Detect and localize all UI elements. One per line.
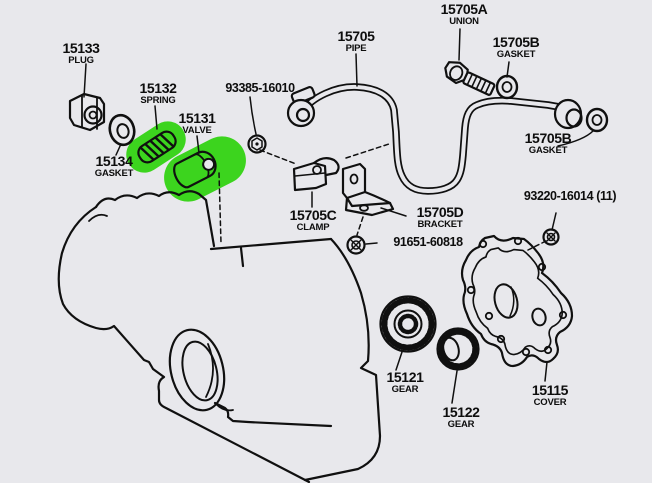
nut-93385-drawing bbox=[247, 134, 267, 154]
gasket-15134-drawing bbox=[108, 113, 136, 147]
label-15133[interactable]: 15133 PLUG bbox=[62, 40, 100, 67]
leader-lines bbox=[83, 28, 594, 404]
label-15705B-upper[interactable]: 15705B GASKET bbox=[492, 34, 540, 61]
label-93385-16010[interactable]: 93385-16010 bbox=[225, 81, 295, 95]
valve-drawing bbox=[173, 150, 217, 189]
bolt-91651-drawing bbox=[346, 235, 366, 255]
label-15705D[interactable]: 15705D BRACKET bbox=[416, 204, 464, 231]
label-15705B-right[interactable]: 15705B GASKET bbox=[524, 130, 572, 157]
label-91651-60818[interactable]: 91651-60818 bbox=[393, 235, 463, 249]
bracket-drawing bbox=[341, 162, 395, 217]
label-15132[interactable]: 15132 SPRING bbox=[139, 80, 177, 107]
union-bolt-drawing bbox=[444, 61, 496, 96]
label-15134[interactable]: 15134 GASKET bbox=[94, 153, 134, 180]
spring-drawing bbox=[137, 130, 177, 164]
gasket-15705B-upper-drawing bbox=[495, 74, 519, 100]
gasket-15705B-right-drawing bbox=[585, 107, 609, 133]
label-15705A[interactable]: 15705A UNION bbox=[440, 1, 488, 28]
clamp-drawing bbox=[292, 156, 340, 192]
engine-block-drawing bbox=[57, 190, 382, 483]
label-15705C[interactable]: 15705C CLAMP bbox=[289, 207, 337, 234]
assembly-dashed-lines bbox=[218, 143, 547, 251]
label-15121[interactable]: 15121 GEAR bbox=[386, 369, 424, 396]
label-15705[interactable]: 15705 PIPE bbox=[337, 28, 375, 55]
gear-15122-drawing bbox=[436, 327, 480, 371]
oil-pipe-drawing bbox=[286, 83, 583, 195]
label-93220-16014[interactable]: 93220-16014 (11) bbox=[523, 189, 617, 203]
label-15115[interactable]: 15115 COVER bbox=[531, 382, 569, 409]
plug-drawing bbox=[68, 92, 106, 132]
label-15122[interactable]: 15122 GEAR bbox=[442, 404, 480, 431]
bolt-93220-drawing bbox=[542, 228, 560, 246]
gear-15121-drawing bbox=[379, 295, 437, 353]
pump-cover-drawing bbox=[460, 234, 574, 368]
label-15131[interactable]: 15131 VALVE bbox=[178, 110, 216, 137]
